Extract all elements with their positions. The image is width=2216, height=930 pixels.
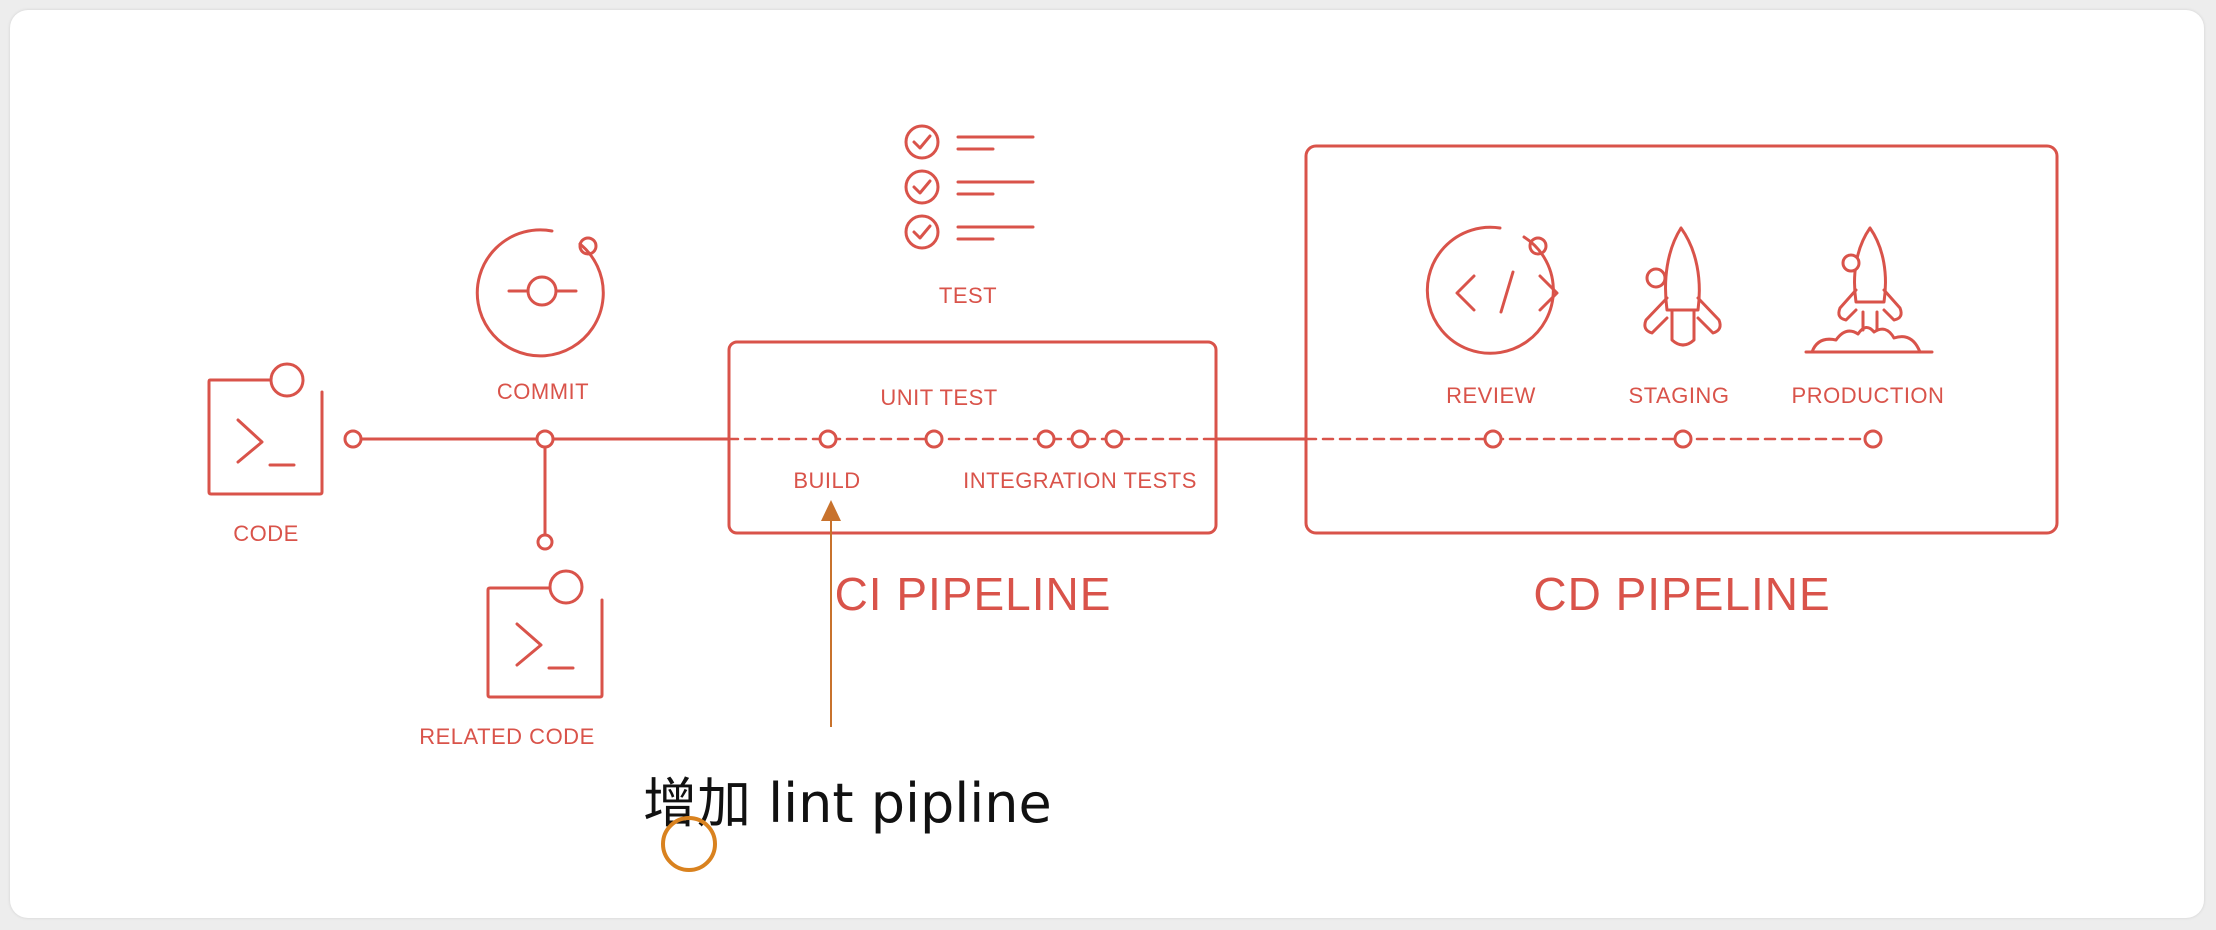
- node-build: [818, 429, 838, 449]
- annotation-text: 增加 lint pipline: [643, 772, 1052, 835]
- label-production: PRODUCTION: [1792, 383, 1945, 408]
- rocket-icon: [1643, 226, 1722, 347]
- node-unit-test: [924, 429, 944, 449]
- label-unit-test: UNIT TEST: [880, 385, 997, 410]
- annotation-arrow: [821, 500, 841, 727]
- commit-icon: [475, 228, 605, 358]
- label-test: TEST: [939, 283, 997, 308]
- label-review: REVIEW: [1446, 383, 1536, 408]
- node-commit: [535, 429, 555, 449]
- label-code: CODE: [233, 521, 299, 546]
- node-review: [1483, 429, 1503, 449]
- label-staging: STAGING: [1629, 383, 1730, 408]
- rocket-launch-icon: [1804, 226, 1934, 354]
- checklist-icon: [904, 124, 1035, 250]
- label-related-code: RELATED CODE: [419, 724, 595, 749]
- node-related-code: [536, 533, 554, 551]
- node-production: [1863, 429, 1883, 449]
- node-integration-1: [1036, 429, 1056, 449]
- node-integration-3: [1104, 429, 1124, 449]
- ci-pipeline-box: [727, 340, 1218, 535]
- code-review-icon: [1425, 225, 1559, 355]
- cd-pipeline-title: CD PIPELINE: [1533, 568, 1830, 620]
- cd-pipeline-box: [1304, 144, 2059, 535]
- label-commit: COMMIT: [497, 379, 589, 404]
- node-integration-2: [1070, 429, 1090, 449]
- node-code: [343, 429, 363, 449]
- related-terminal-icon: [486, 569, 604, 699]
- node-staging: [1673, 429, 1693, 449]
- ci-pipeline-title: CI PIPELINE: [835, 568, 1112, 620]
- diagram-card: [10, 10, 2204, 918]
- cursor-ring: [661, 816, 717, 872]
- terminal-icon: [207, 362, 324, 496]
- label-build: BUILD: [793, 468, 860, 493]
- label-integration-tests: INTEGRATION TESTS: [963, 468, 1197, 493]
